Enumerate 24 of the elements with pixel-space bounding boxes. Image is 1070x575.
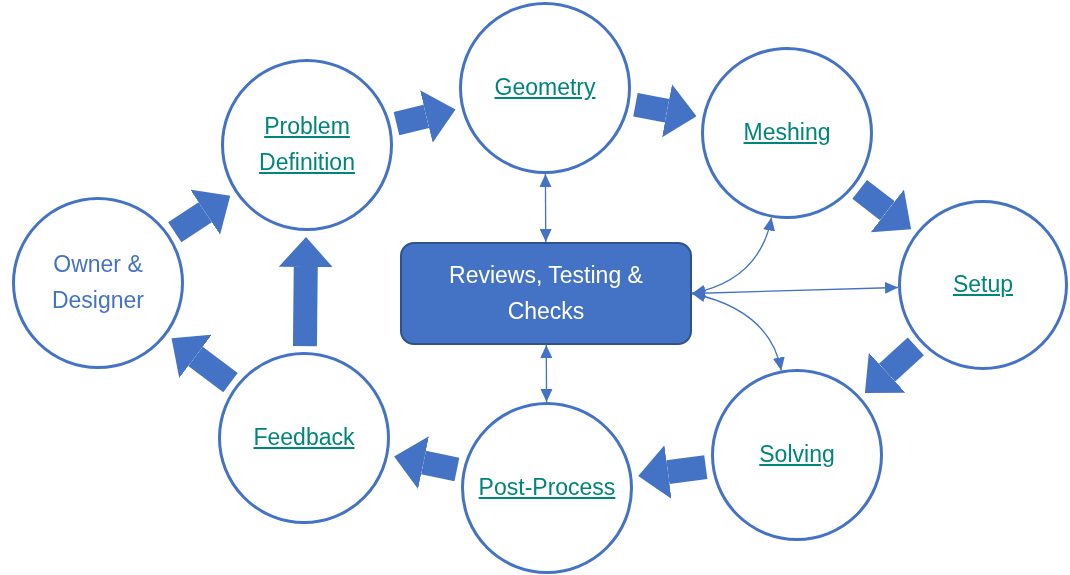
arrow (691, 216, 775, 297)
arrow (540, 344, 553, 403)
block-arrow (171, 334, 238, 393)
block-arrow (168, 189, 231, 243)
step-label: Solving (758, 440, 836, 470)
block-arrow (278, 237, 333, 347)
block-arrow (394, 436, 460, 490)
step-label: Problem Definition (258, 112, 356, 177)
block-arrow (852, 179, 912, 233)
block-arrow (633, 84, 697, 138)
review-box (400, 242, 692, 345)
step-label: Geometry (493, 73, 597, 103)
step-label: Feedback (252, 423, 356, 453)
block-arrow (393, 90, 456, 143)
block-arrow (864, 337, 924, 393)
arrow (691, 281, 899, 300)
arrow (539, 173, 552, 243)
step-label: Meshing (742, 118, 832, 148)
step-label: Setup (951, 270, 1015, 300)
box-label: Reviews, Testing & Checks (448, 260, 644, 326)
step-label: Post-Process (477, 473, 617, 503)
arrow (691, 290, 785, 372)
step-label: Owner & Designer (50, 250, 145, 315)
block-arrow (638, 445, 708, 499)
